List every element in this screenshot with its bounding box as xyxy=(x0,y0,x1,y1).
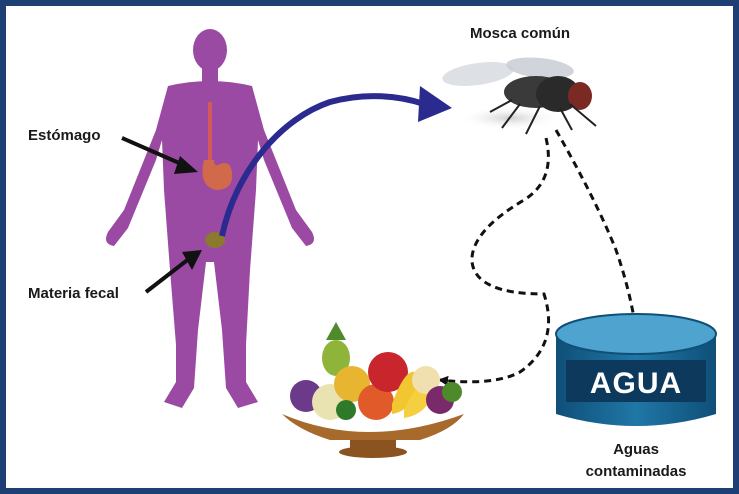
water-caption-line1: Aguas xyxy=(613,441,659,458)
housefly-illustration xyxy=(441,55,596,134)
fly-to-fruit-dashed-arrow xyxy=(440,138,549,382)
water-sign-label: AGUA xyxy=(590,367,682,400)
fruit-bowl-illustration xyxy=(282,322,464,458)
water-caption-line2: contaminadas xyxy=(586,463,687,480)
feces-label: Materia fecal xyxy=(28,285,119,302)
fly-to-water-dashed-arrow xyxy=(556,130,636,330)
human-body-silhouette xyxy=(106,29,314,408)
fly-label: Mosca común xyxy=(470,25,570,42)
water-tank: AGUA xyxy=(556,314,716,426)
stomach-label: Estómago xyxy=(28,127,101,144)
